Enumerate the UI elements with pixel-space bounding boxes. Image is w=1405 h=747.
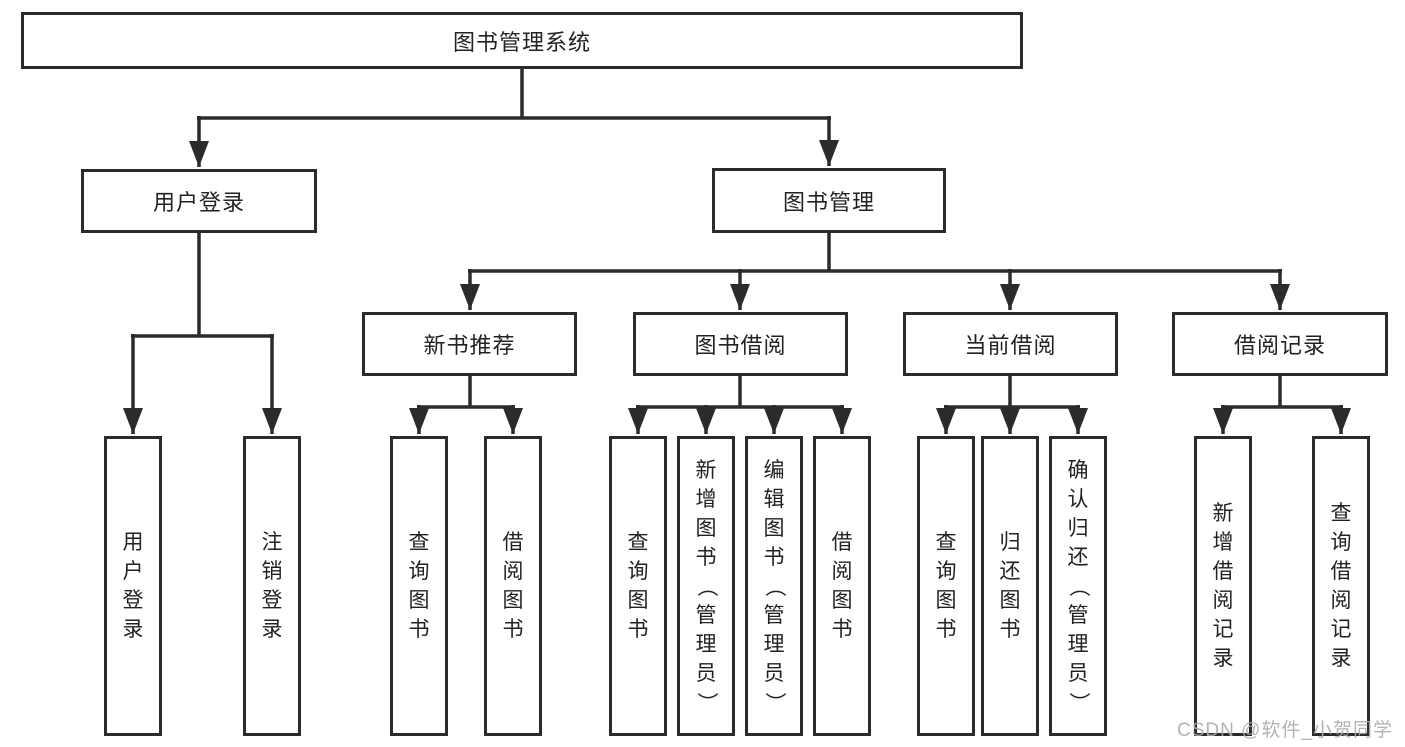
node-label: 用户登录 bbox=[152, 190, 245, 215]
node-book-management: 图书管理 bbox=[712, 168, 946, 233]
leaf-confirm-return-admin: 确认归还（管理员） bbox=[1049, 436, 1107, 736]
leaf-query-books: 查询图书 bbox=[390, 436, 448, 736]
leaf-borrow-books: 借阅图书 bbox=[484, 436, 542, 736]
node-label: 借阅记录 bbox=[1233, 333, 1326, 358]
node-label: 当前借阅 bbox=[964, 333, 1057, 358]
node-root-system: 图书管理系统 bbox=[21, 12, 1023, 69]
node-borrow-records: 借阅记录 bbox=[1172, 312, 1388, 376]
leaf-query-borrow-record: 查询借阅记录 bbox=[1312, 436, 1370, 736]
leaf-add-books-admin: 新增图书（管理员） bbox=[677, 436, 735, 736]
node-label: 新书推荐 bbox=[423, 333, 516, 358]
leaf-return-books: 归还图书 bbox=[981, 436, 1039, 736]
node-new-book-recommend: 新书推荐 bbox=[362, 312, 577, 376]
node-root-label: 图书管理系统 bbox=[452, 29, 591, 55]
leaf-logout: 注销登录 bbox=[243, 436, 301, 736]
node-label: 图书借阅 bbox=[694, 333, 787, 358]
leaf-add-borrow-record: 新增借阅记录 bbox=[1194, 436, 1252, 736]
node-current-borrowing: 当前借阅 bbox=[903, 312, 1118, 376]
leaf-query-books: 查询图书 bbox=[609, 436, 667, 736]
node-user-login: 用户登录 bbox=[81, 169, 317, 233]
node-label: 图书管理 bbox=[782, 189, 875, 215]
leaf-borrow-books: 借阅图书 bbox=[813, 436, 871, 736]
leaf-edit-books-admin: 编辑图书（管理员） bbox=[745, 436, 803, 736]
node-book-borrowing: 图书借阅 bbox=[633, 312, 848, 376]
leaf-user-login: 用户登录 bbox=[104, 436, 162, 736]
leaf-query-books: 查询图书 bbox=[917, 436, 975, 736]
